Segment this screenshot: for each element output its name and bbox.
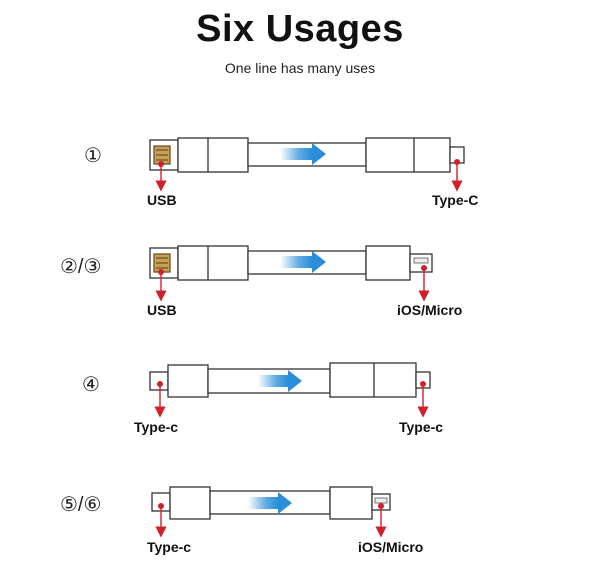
usage-number-4: ⑤/⑥ [60, 494, 102, 516]
left-housing [177, 137, 249, 173]
row-1-right-label: Type-C [432, 192, 479, 208]
usage-number-1: ① [84, 145, 102, 167]
direction-arrow-4 [248, 497, 278, 509]
page-title: Six Usages [196, 8, 404, 50]
row-4-right-label: iOS/Micro [358, 539, 424, 555]
direction-arrow-head-2 [312, 251, 326, 273]
row-2-left-label: USB [147, 302, 177, 318]
left-housing [167, 364, 209, 398]
left-housing [177, 245, 249, 281]
direction-arrow-head-3 [288, 370, 302, 392]
row-1-left-label: USB [147, 192, 177, 208]
left-housing [169, 486, 211, 520]
page-subtitle: One line has many uses [224, 60, 376, 76]
direction-arrow-3 [258, 375, 288, 387]
row-3-left-label: Type-c [134, 419, 179, 435]
usage-row-1-cable [149, 137, 465, 173]
direction-arrow-head-4 [278, 492, 292, 514]
right-housing [329, 486, 373, 520]
right-housing [365, 245, 411, 281]
right-housing [329, 362, 417, 398]
right-housing [365, 137, 451, 173]
row-3-right-label: Type-c [399, 419, 444, 435]
direction-arrow-head-1 [312, 143, 326, 165]
usage-number-3: ④ [82, 374, 100, 396]
direction-arrow-2 [280, 256, 312, 268]
direction-arrow-1 [280, 148, 312, 160]
type-c-plug [149, 371, 169, 391]
row-2-right-label: iOS/Micro [397, 302, 463, 318]
usage-number-2: ②/③ [60, 256, 102, 278]
row-4-left-label: Type-c [147, 539, 192, 555]
